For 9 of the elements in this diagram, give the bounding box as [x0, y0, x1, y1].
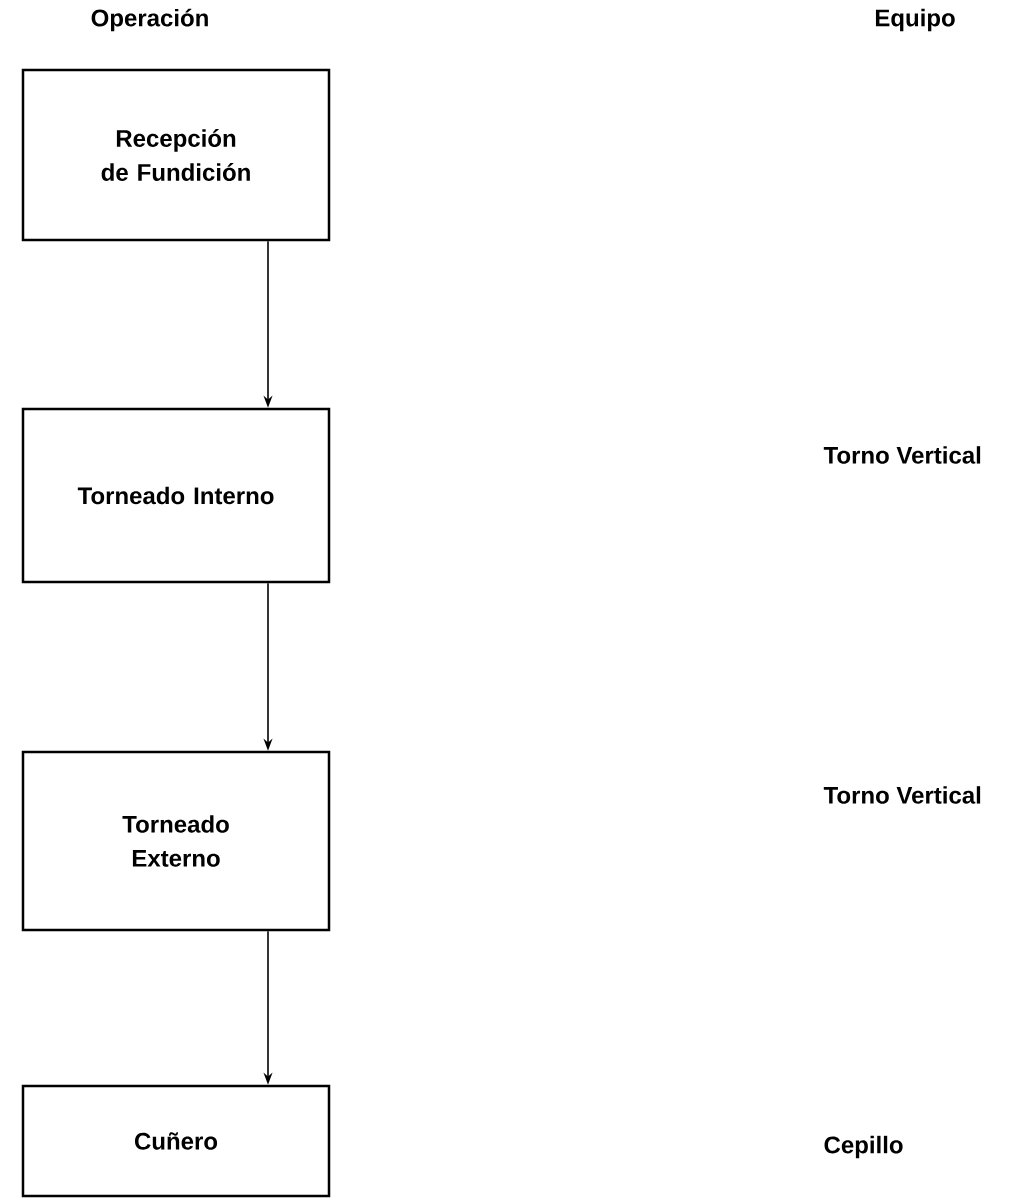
column-heading: Operación: [91, 8, 208, 32]
column-heading: Equipo: [875, 8, 955, 32]
process-box: Cuñero: [21, 1084, 331, 1198]
process-box: Torneado Interno: [21, 407, 331, 584]
process-box: Recepción de Fundición: [21, 68, 331, 242]
equipment-label: Torno Vertical: [823, 786, 981, 804]
equipment-label: Torno Vertical: [823, 446, 981, 464]
equipment-label: Cepillo: [824, 1135, 903, 1159]
process-box: Torneado Externo: [21, 750, 331, 932]
